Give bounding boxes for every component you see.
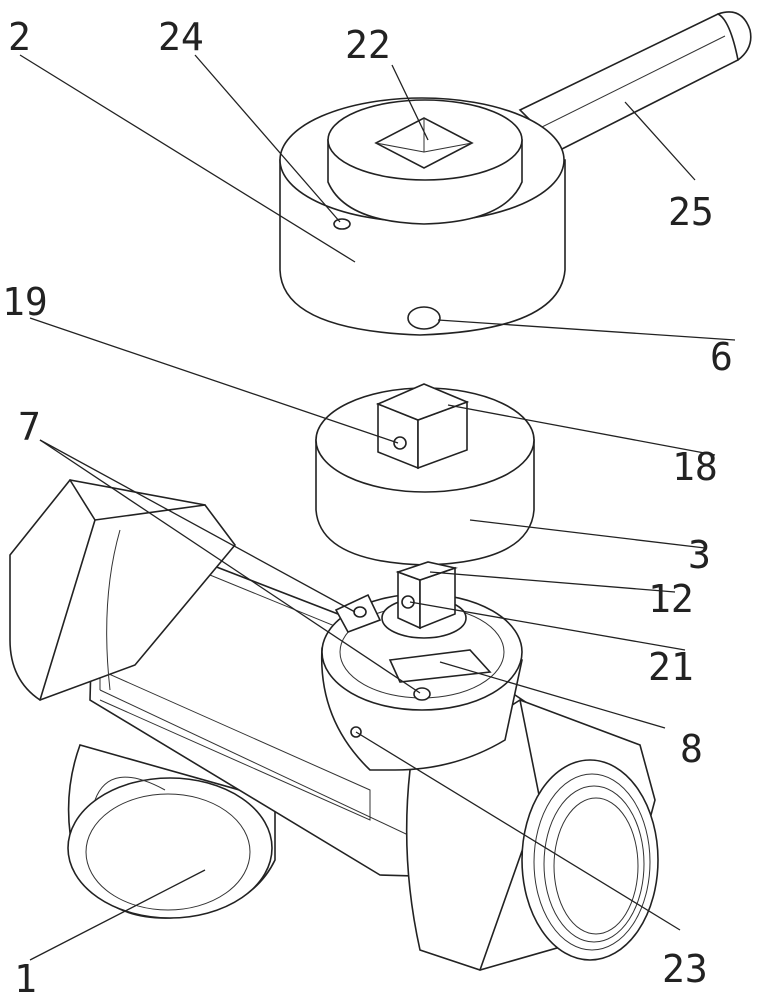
leader-3 — [469, 519, 706, 549]
hub-top-hole — [333, 218, 351, 230]
label-1: 1 — [14, 957, 37, 1000]
stem-pin-hole — [401, 595, 415, 609]
leader-lines — [19, 54, 736, 961]
label-24: 24 — [158, 15, 204, 59]
valve-body — [9, 479, 659, 971]
leader-1 — [29, 869, 206, 961]
leader-23 — [355, 731, 681, 931]
leader-24 — [194, 54, 341, 223]
label-8: 8 — [680, 727, 703, 771]
leader-7a — [39, 439, 356, 613]
stop-block — [388, 649, 492, 683]
insert-cap — [315, 383, 535, 566]
lug-hole-lower — [413, 687, 431, 701]
handle-hub — [279, 97, 566, 336]
reference-labels: 2 24 22 25 19 6 7 18 3 12 21 8 1 23 — [2, 15, 733, 1000]
label-2: 2 — [8, 15, 31, 59]
leader-19 — [29, 317, 399, 444]
leader-12 — [429, 571, 676, 593]
label-22: 22 — [345, 23, 391, 67]
leader-6 — [437, 319, 736, 341]
label-12: 12 — [648, 577, 694, 621]
hub-side-hole — [407, 306, 441, 330]
leader-7b — [39, 439, 421, 694]
leader-8 — [439, 661, 666, 729]
label-3: 3 — [688, 533, 711, 577]
label-18: 18 — [672, 445, 718, 489]
label-6: 6 — [710, 335, 733, 379]
label-7: 7 — [18, 405, 41, 449]
leader-22 — [391, 64, 429, 141]
label-21: 21 — [648, 645, 694, 689]
leader-21 — [409, 601, 686, 651]
stub-pin-hole — [393, 436, 407, 450]
leader-18 — [447, 404, 716, 456]
handle-lever — [518, 11, 752, 151]
label-19: 19 — [2, 280, 48, 324]
label-25: 25 — [668, 190, 714, 234]
leader-25 — [624, 101, 696, 181]
leader-2 — [19, 54, 356, 263]
label-23: 23 — [662, 947, 708, 991]
